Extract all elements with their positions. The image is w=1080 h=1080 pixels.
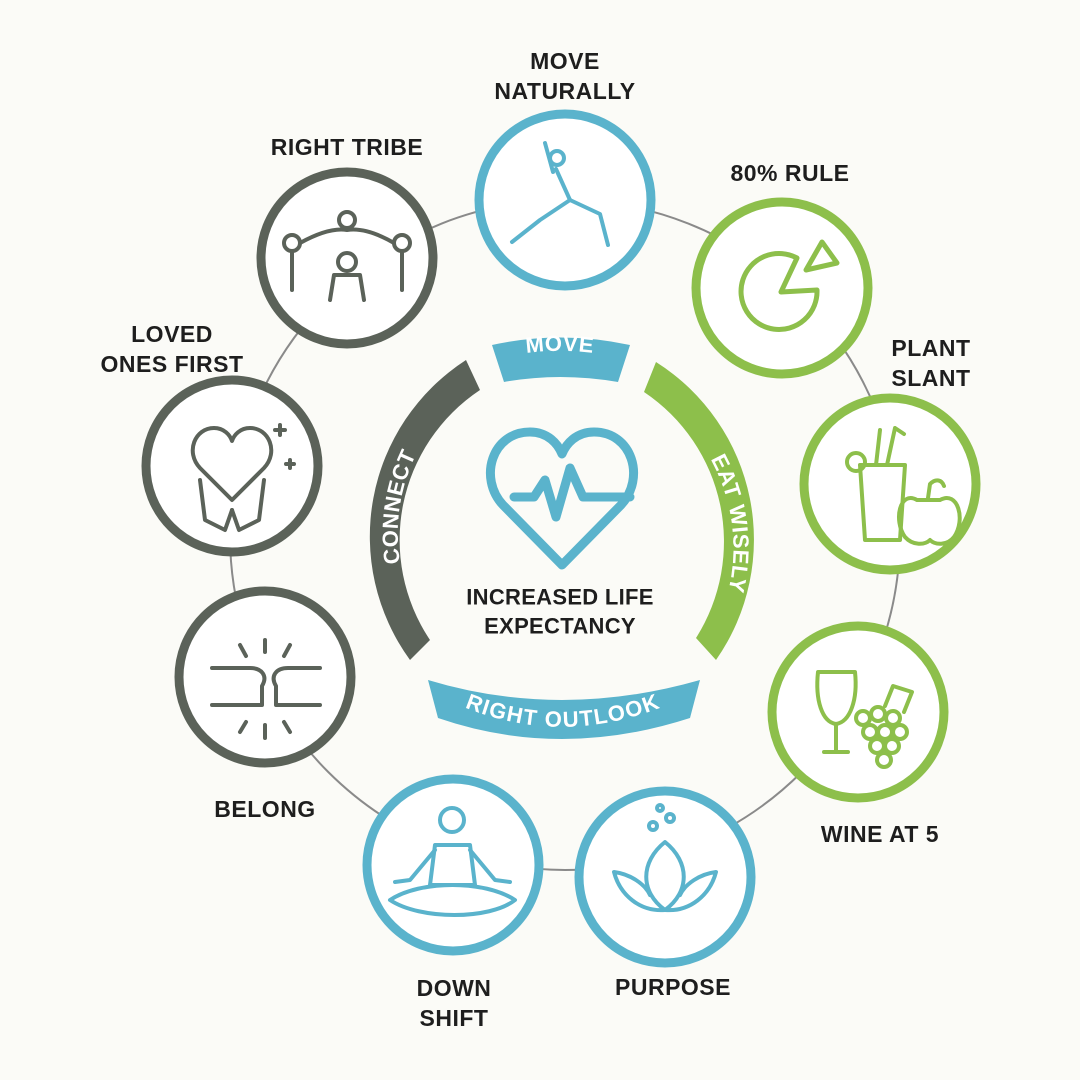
purpose-node — [574, 786, 756, 968]
eat-wisely-arc — [644, 362, 754, 660]
loved-ones-first-node — [141, 375, 323, 557]
center-label: INCREASED LIFE EXPECTANCY — [466, 584, 654, 638]
plant-slant-node — [799, 393, 981, 575]
eighty-rule-node — [691, 197, 873, 379]
eighty-rule-label: 80% RULE — [730, 160, 850, 187]
svg-text:MOVE: MOVE — [524, 331, 595, 358]
people-circle-icon — [282, 210, 412, 302]
belong-node — [174, 586, 356, 768]
down-shift-node — [362, 774, 544, 956]
right-tribe-node — [256, 167, 438, 349]
down-shift-label: DOWN SHIFT — [416, 975, 492, 1031]
move-naturally-label: MOVE NATURALLY — [494, 48, 636, 104]
right-outlook-banner — [428, 680, 700, 739]
purpose-label: PURPOSE — [615, 974, 731, 1001]
lotus-icon — [612, 803, 718, 913]
juice-apple-icon — [845, 426, 962, 546]
plant-slant-label: PLANT SLANT — [891, 335, 971, 391]
connect-arc — [369, 360, 480, 660]
move-category-label: MOVE — [524, 331, 594, 358]
yoga-lunge-icon — [510, 141, 610, 247]
heart-hands-icon — [190, 423, 296, 532]
wine-at-5-label: WINE AT 5 — [820, 821, 940, 848]
fist-bump-icon — [210, 638, 322, 740]
pie-slice-icon — [738, 239, 840, 332]
heartbeat-icon — [485, 427, 639, 570]
right-tribe-label: RIGHT TRIBE — [270, 134, 424, 161]
move-naturally-node — [474, 109, 656, 291]
belong-label: BELONG — [214, 796, 316, 823]
wine-grapes-icon — [815, 670, 914, 769]
meditation-icon — [388, 806, 517, 917]
loved-ones-first-label: LOVED ONES FIRST — [100, 321, 244, 377]
wine-at-5-node — [767, 621, 949, 803]
eat-wisely-category-label: EAT WISELY — [706, 450, 752, 596]
svg-text:EAT WISELY: EAT WISELY — [706, 450, 753, 596]
move-banner — [492, 337, 630, 382]
